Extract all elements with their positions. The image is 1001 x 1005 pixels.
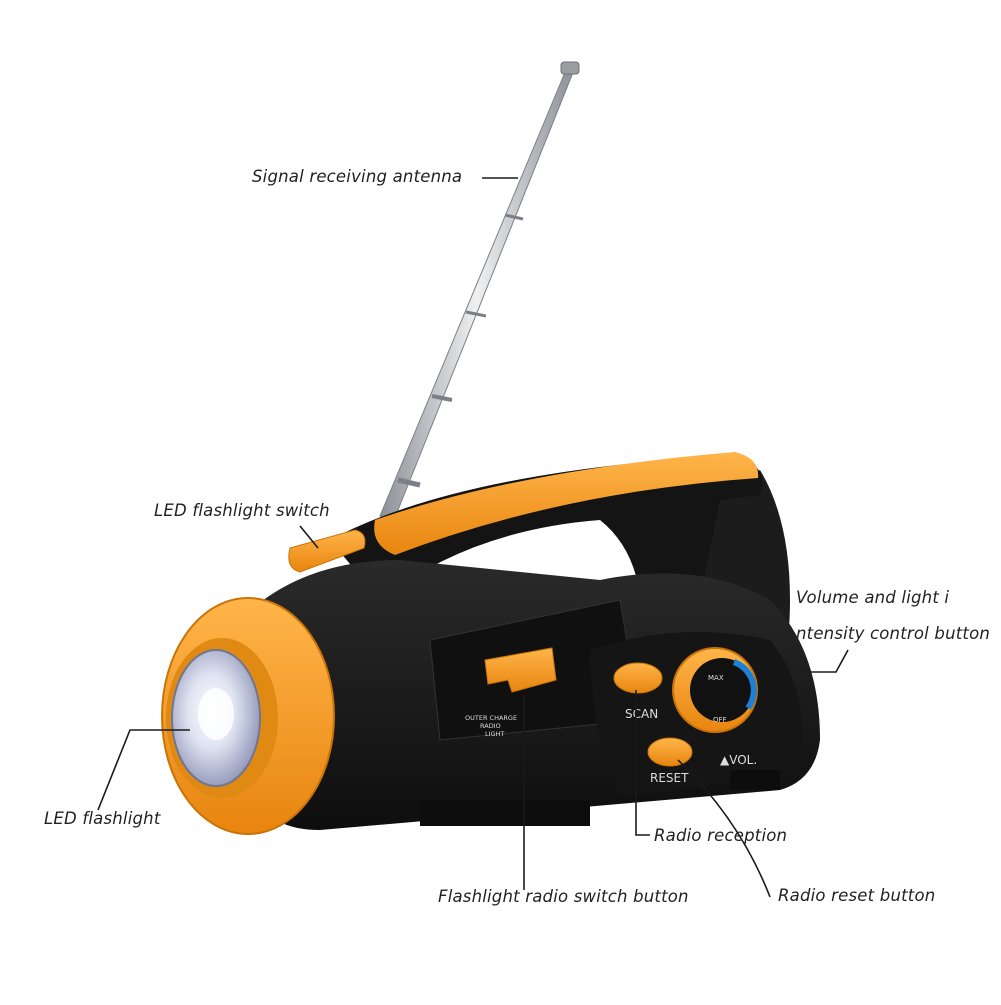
switch-button-callout: Flashlight radio switch button — [438, 887, 689, 906]
vol-label: ▲VOL. — [720, 753, 757, 767]
outer-charge-label: OUTER CHARGE — [465, 714, 517, 722]
antenna — [379, 61, 580, 521]
led-flashlight-switch[interactable] — [288, 529, 366, 573]
flashlight-head — [161, 597, 335, 835]
scan-button[interactable] — [613, 662, 663, 694]
dial-off-label: OFF — [713, 716, 727, 724]
radio-reception-leader — [635, 690, 650, 836]
scan-label: SCAN — [625, 707, 658, 721]
dial-max-label: MAX — [708, 674, 724, 682]
reset-button-callout: Radio reset button — [778, 886, 936, 905]
radio-reception-callout: Radio reception — [654, 826, 788, 845]
led-switch-callout: LED flashlight switch — [154, 501, 330, 520]
leader-lines — [97, 177, 849, 898]
led-switch-leader — [299, 525, 319, 549]
antenna-callout: Signal receiving antenna — [252, 167, 463, 186]
reset-label: RESET — [650, 771, 689, 785]
reset-button[interactable] — [647, 737, 693, 767]
flashlight-radio-switch[interactable]: OUTER CHARGE RADIO LIGHT — [465, 647, 557, 738]
radio-mode-label: RADIO — [480, 722, 501, 730]
reset-button-leader — [677, 759, 771, 898]
led-flashlight-leader — [97, 729, 190, 811]
volume-leader — [800, 649, 849, 673]
volume-callout-line1: Volume and light i — [796, 588, 950, 607]
volume-callout-line2: ntensity control button — [796, 624, 991, 643]
light-mode-label: LIGHT — [485, 730, 504, 738]
volume-dial[interactable]: MAX OFF — [672, 647, 758, 733]
led-flashlight-callout: LED flashlight — [44, 809, 161, 828]
